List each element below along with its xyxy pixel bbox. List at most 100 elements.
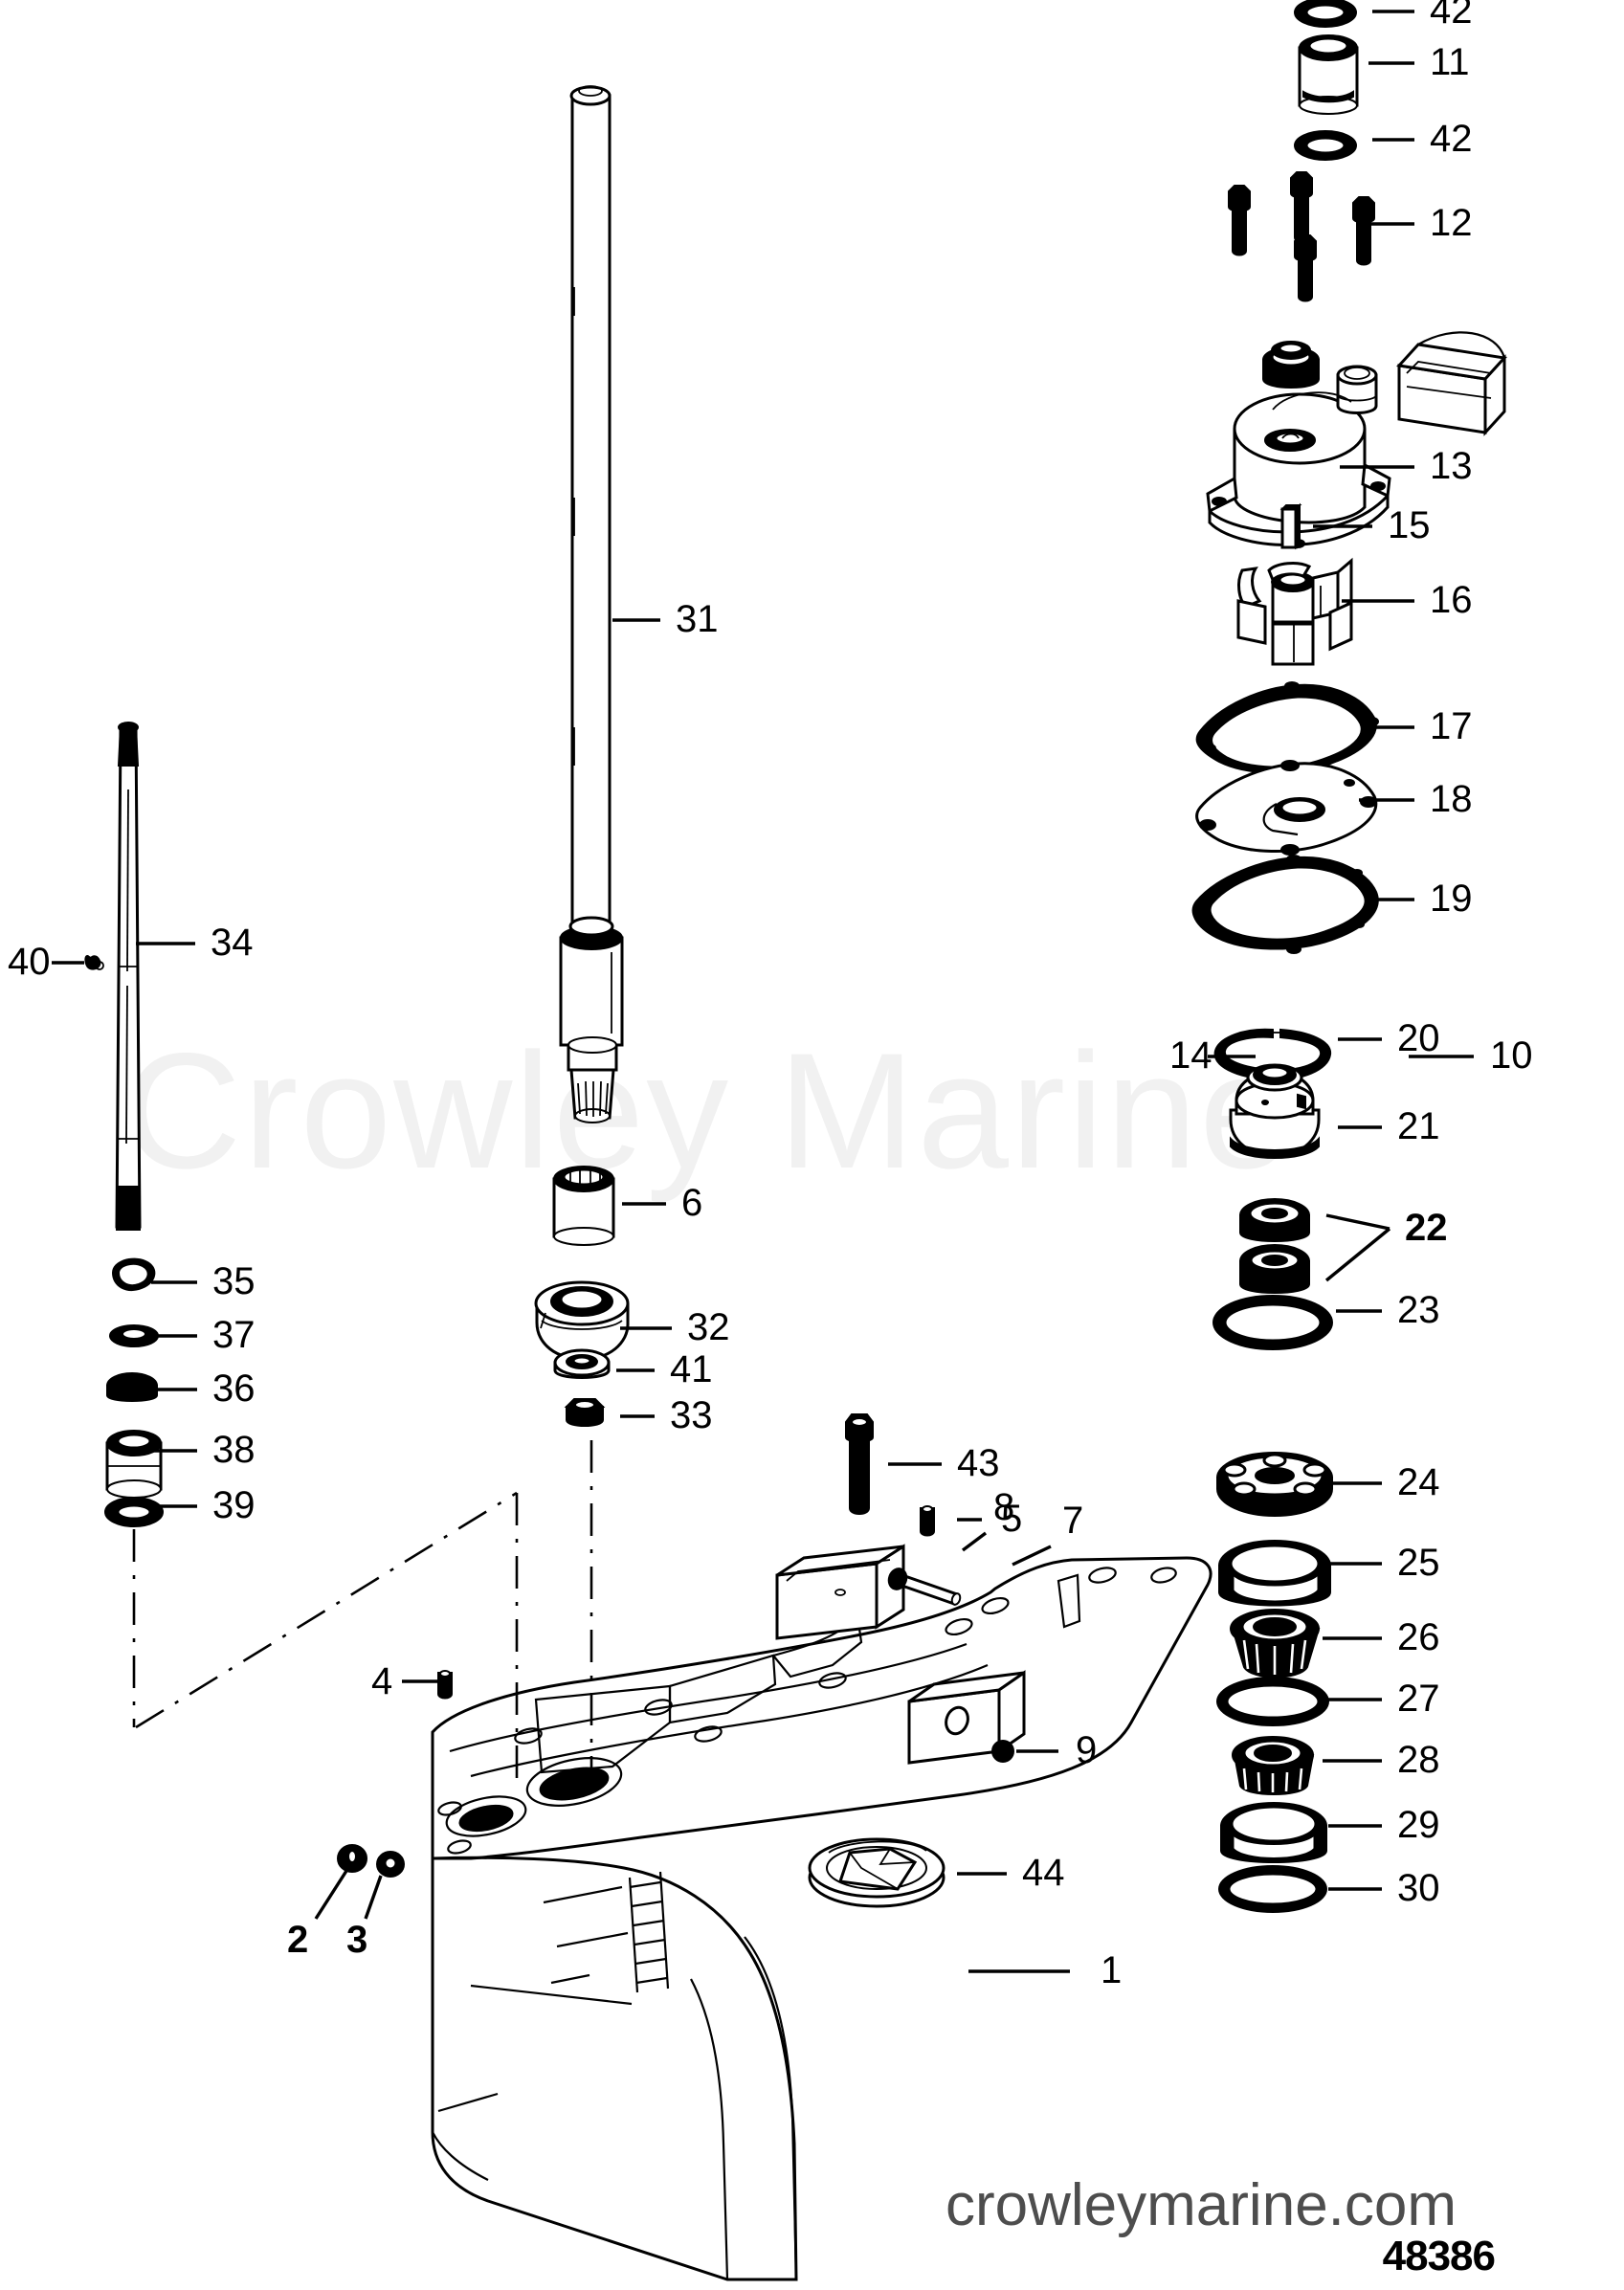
part-bushing-sleeve bbox=[552, 1166, 615, 1246]
callout-10[interactable]: 10 bbox=[1409, 1034, 1533, 1077]
callout-23[interactable]: 23 bbox=[1336, 1289, 1440, 1331]
callout-18[interactable]: 18 bbox=[1359, 778, 1473, 820]
callout-number: 23 bbox=[1397, 1289, 1440, 1331]
callout-42[interactable]: 42 bbox=[1372, 118, 1473, 160]
callout-number: 3 bbox=[346, 1919, 367, 1961]
part-oil-seal-carrier-21 bbox=[1229, 1063, 1321, 1159]
part-impeller-key-15 bbox=[1279, 502, 1302, 550]
callout-3[interactable]: 3 bbox=[346, 1875, 383, 1961]
brand-text: crowleymarine.com bbox=[945, 2172, 1457, 2238]
part-bearing-race-29 bbox=[1220, 1802, 1327, 1863]
callout-17[interactable]: 17 bbox=[1365, 705, 1473, 747]
part-water-pump-insert-10 bbox=[1396, 331, 1507, 436]
callout-36[interactable]: 36 bbox=[151, 1367, 256, 1410]
callout-number: 22 bbox=[1405, 1207, 1448, 1249]
callout-25[interactable]: 25 bbox=[1328, 1542, 1440, 1584]
callout-11[interactable]: 11 bbox=[1368, 41, 1470, 83]
callout-41[interactable]: 41 bbox=[616, 1348, 713, 1390]
callout-27[interactable]: 27 bbox=[1328, 1678, 1440, 1720]
part-pinion-washer bbox=[553, 1348, 611, 1379]
assembly-construction-lines bbox=[132, 1440, 593, 1790]
callout-37[interactable]: 37 bbox=[145, 1314, 256, 1356]
callout-34[interactable]: 34 bbox=[136, 922, 254, 964]
part-water-pump-body-13 bbox=[1206, 365, 1391, 548]
callout-number: 25 bbox=[1397, 1542, 1440, 1584]
callout-13[interactable]: 13 bbox=[1340, 445, 1473, 487]
callout-31[interactable]: 31 bbox=[612, 598, 719, 640]
part-trim-tab-anode bbox=[808, 1837, 945, 1908]
drawing-code: 48386 bbox=[1383, 2233, 1495, 2279]
part-anode-screw-9 bbox=[991, 1740, 1014, 1763]
part-water-pump-impeller-16 bbox=[1236, 557, 1353, 666]
callout-40[interactable]: 40 bbox=[8, 941, 84, 983]
part-shift-shaft-washer bbox=[106, 1372, 158, 1402]
part-shift-shaft-clip bbox=[111, 1257, 156, 1291]
callout-20[interactable]: 20 bbox=[1338, 1017, 1440, 1059]
callout-16[interactable]: 16 bbox=[1342, 579, 1473, 621]
callout-number: 31 bbox=[676, 598, 719, 640]
callout-42[interactable]: 42 bbox=[1372, 0, 1473, 32]
callout-33[interactable]: 33 bbox=[620, 1394, 713, 1436]
callout-44[interactable]: 44 bbox=[957, 1852, 1065, 1894]
callout-number: 17 bbox=[1430, 705, 1473, 747]
callout-5[interactable]: 5 bbox=[957, 1498, 1022, 1540]
part-dowel-pin-5 bbox=[920, 1505, 935, 1537]
callout-30[interactable]: 30 bbox=[1328, 1867, 1440, 1909]
callout-number: 41 bbox=[670, 1348, 713, 1390]
leader-line bbox=[961, 1531, 988, 1552]
callout-number: 16 bbox=[1430, 579, 1473, 621]
part-shift-shaft-bushing bbox=[105, 1430, 163, 1499]
callout-number: 34 bbox=[211, 922, 254, 964]
callout-38[interactable]: 38 bbox=[151, 1429, 256, 1471]
callout-24[interactable]: 24 bbox=[1330, 1461, 1440, 1503]
callout-21[interactable]: 21 bbox=[1338, 1105, 1440, 1147]
callout-number: 39 bbox=[212, 1484, 256, 1526]
callout-9[interactable]: 9 bbox=[1016, 1729, 1097, 1771]
part-pump-screws-12 bbox=[1228, 171, 1375, 302]
callout-number: 19 bbox=[1430, 878, 1473, 920]
part-drive-shaft bbox=[559, 85, 624, 1123]
callout-19[interactable]: 19 bbox=[1365, 878, 1473, 920]
callout-12[interactable]: 12 bbox=[1361, 202, 1473, 244]
callout-number: 20 bbox=[1397, 1017, 1440, 1059]
callout-number: 12 bbox=[1430, 202, 1473, 244]
callout-4[interactable]: 4 bbox=[371, 1660, 438, 1702]
callout-28[interactable]: 28 bbox=[1323, 1739, 1440, 1781]
callout-6[interactable]: 6 bbox=[622, 1182, 702, 1224]
callout-2[interactable]: 2 bbox=[287, 1870, 348, 1961]
callout-number: 26 bbox=[1397, 1616, 1440, 1658]
callout-number: 11 bbox=[1430, 41, 1470, 83]
callout-39[interactable]: 39 bbox=[151, 1484, 256, 1526]
callout-number: 40 bbox=[8, 941, 51, 983]
callout-26[interactable]: 26 bbox=[1323, 1616, 1440, 1658]
callout-number: 6 bbox=[681, 1182, 702, 1224]
callout-number: 15 bbox=[1388, 504, 1431, 546]
callout-7[interactable]: 7 bbox=[1012, 1500, 1083, 1567]
callout-32[interactable]: 32 bbox=[620, 1306, 730, 1348]
callout-14[interactable]: 14 bbox=[1169, 1034, 1256, 1077]
callout-number: 43 bbox=[957, 1442, 1000, 1484]
part-anode-upper bbox=[775, 1544, 905, 1640]
callout-number: 28 bbox=[1397, 1739, 1440, 1781]
part-o-ring-42-lower bbox=[1294, 130, 1357, 161]
callout-35[interactable]: 35 bbox=[151, 1260, 256, 1302]
callout-number: 27 bbox=[1397, 1678, 1440, 1720]
part-pinion-nut bbox=[564, 1398, 606, 1427]
part-shift-shaft-o-ring bbox=[104, 1497, 164, 1527]
callout-number: 36 bbox=[212, 1367, 256, 1410]
callout-number: 42 bbox=[1430, 0, 1473, 32]
callout-22[interactable]: 22 bbox=[1324, 1207, 1448, 1282]
callout-43[interactable]: 43 bbox=[888, 1442, 1000, 1484]
callout-1[interactable]: 1 bbox=[968, 1949, 1122, 1991]
callout-15[interactable]: 15 bbox=[1313, 504, 1431, 546]
callout-29[interactable]: 29 bbox=[1328, 1804, 1440, 1846]
leader-line bbox=[364, 1875, 383, 1920]
callout-number: 21 bbox=[1397, 1105, 1440, 1147]
callout-number: 2 bbox=[287, 1919, 308, 1961]
callout-8[interactable]: 8 bbox=[961, 1486, 1014, 1552]
part-pump-face-plate-18 bbox=[1195, 760, 1378, 856]
part-pump-gasket-17 bbox=[1195, 681, 1379, 778]
